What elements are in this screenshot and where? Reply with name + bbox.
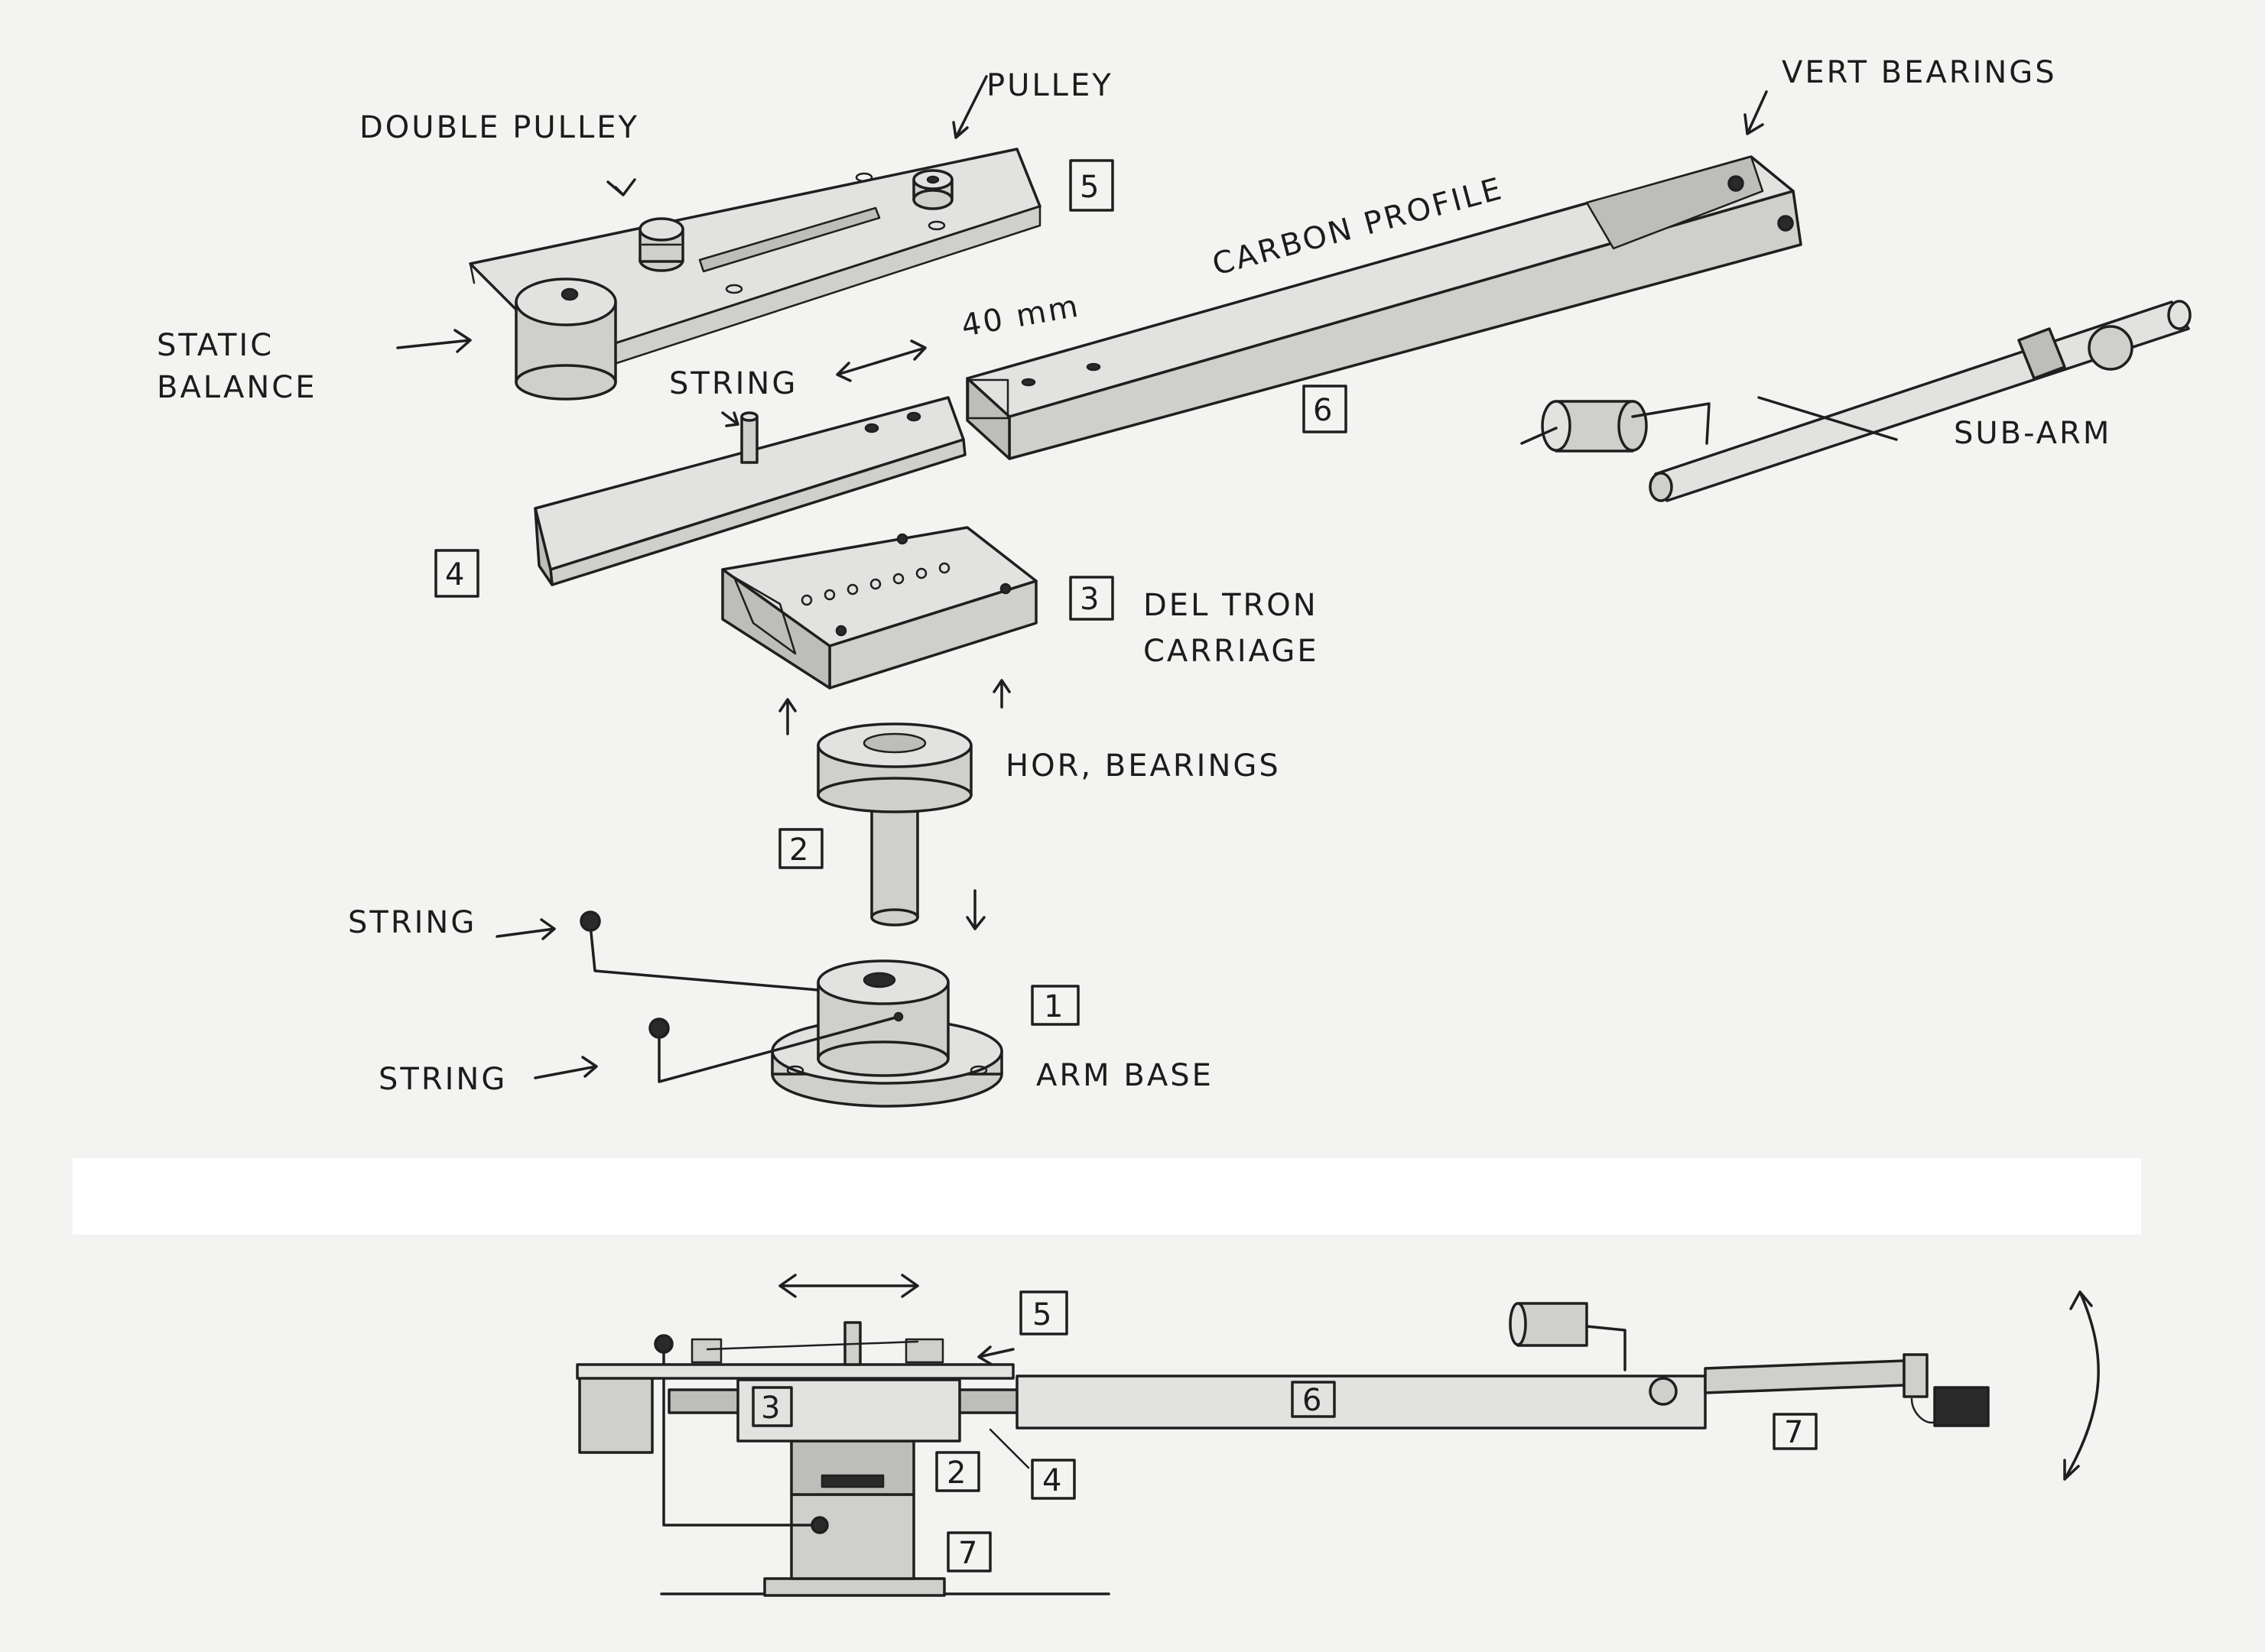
asm-arrow-horizontal: [778, 1274, 919, 1298]
part-4-channel-arm: [534, 396, 967, 586]
asm-cartridge: [1933, 1386, 1990, 1427]
label-hor-bearings: HOR, BEARINGS: [1006, 748, 1281, 784]
asm-num-6: 6: [1302, 1383, 1324, 1418]
arrow-string-2: [534, 1056, 598, 1079]
num-4: 4: [445, 557, 466, 592]
label-40mm: 40 mm: [959, 288, 1083, 343]
exploded-arrows: [396, 75, 1768, 1079]
box-6: [1302, 385, 1347, 433]
asm-part-6-carbon: [1016, 1375, 1707, 1430]
box-3: [1069, 576, 1114, 621]
asm-sub-counterweight: [1516, 1302, 1588, 1347]
label-pulley: PULLEY: [986, 68, 1113, 103]
asm-string-wire: [662, 1344, 814, 1527]
label-double-pulley: DOUBLE PULLEY: [359, 110, 639, 145]
label-string-left-2: STRING: [379, 1062, 507, 1097]
asm-sub-arm: [1704, 1359, 1906, 1394]
asm-counterweight: [578, 1375, 654, 1454]
arrow-pulley: [952, 75, 988, 139]
label-vert-bearings: VERT BEARINGS: [1782, 55, 2057, 90]
carriage-holes: [801, 533, 1012, 637]
arrow-down: [966, 889, 986, 930]
arrow-double-pulley: [606, 178, 636, 196]
box-1: [1031, 985, 1080, 1026]
asm-num-7-arm: 7: [1784, 1415, 1805, 1450]
arrow-up-left: [778, 698, 797, 735]
arrow-40mm: [836, 339, 927, 382]
num-3: 3: [1080, 582, 1101, 617]
double-pulley: [639, 217, 684, 272]
part-5-top-plate: [469, 148, 1042, 401]
part-6-carbon-profile: [966, 155, 1802, 460]
label-arm-base: ARM BASE: [1036, 1058, 1214, 1093]
label-string-top: STRING: [669, 366, 798, 401]
num-5: 5: [1080, 170, 1101, 205]
asm-part-1: [790, 1493, 915, 1580]
arrow-vert-bearings: [1743, 90, 1768, 135]
part-2-horizontal-bearings: [817, 722, 973, 927]
arrow-string-1: [496, 918, 556, 940]
label-string-left-1: STRING: [348, 905, 476, 940]
arrow-string-top: [721, 411, 739, 427]
asm-num-3: 3: [761, 1391, 782, 1426]
label-sub-arm: SUB-ARM: [1954, 416, 2111, 451]
box-5: [1069, 159, 1114, 212]
asm-arrow-5: [977, 1345, 1015, 1366]
asm-part-3-carriage: [736, 1378, 961, 1443]
part-1-arm-base: [580, 910, 1003, 1108]
num-1: 1: [1044, 989, 1065, 1024]
divider-band: [73, 1158, 2141, 1235]
part-3-deltron-carriage: [721, 526, 1038, 690]
num-2: 2: [789, 832, 811, 868]
asm-num-2: 2: [947, 1456, 968, 1491]
label-static-balance-2: BALANCE: [157, 370, 317, 405]
asm-part-5-plate: [576, 1363, 1015, 1380]
asm-num-1: 7: [958, 1536, 980, 1571]
static-balance-weight: [515, 277, 617, 401]
label-deltron-1: DEL TRON: [1143, 588, 1318, 623]
assembled-part-numbers: 5 3 6 2 4 7 7: [752, 1290, 1818, 1572]
asm-arrow-vertical: [2063, 1290, 2100, 1481]
arrow-static-balance: [396, 329, 472, 353]
assembled-view: 5 3 6 2 4 7 7: [576, 1274, 2100, 1597]
box-2: [778, 828, 824, 869]
exploded-part-numbers: 5 6 4 3 2 1: [434, 159, 1347, 1026]
arrow-up-right: [993, 679, 1011, 709]
box-4: [434, 549, 479, 598]
asm-base-foot: [763, 1577, 946, 1597]
sub-arm: [1520, 300, 2192, 502]
num-6: 6: [1313, 393, 1334, 428]
asm-leader-4: [989, 1428, 1030, 1469]
asm-num-4: 4: [1042, 1463, 1064, 1498]
label-deltron-2: CARRIAGE: [1143, 634, 1319, 669]
pulley: [912, 169, 954, 210]
label-static-balance-1: STATIC: [157, 328, 274, 363]
asm-num-5: 5: [1032, 1297, 1054, 1332]
exploded-view: DOUBLE PULLEY PULLEY VERT BEARINGS CARBO…: [157, 55, 2192, 1108]
